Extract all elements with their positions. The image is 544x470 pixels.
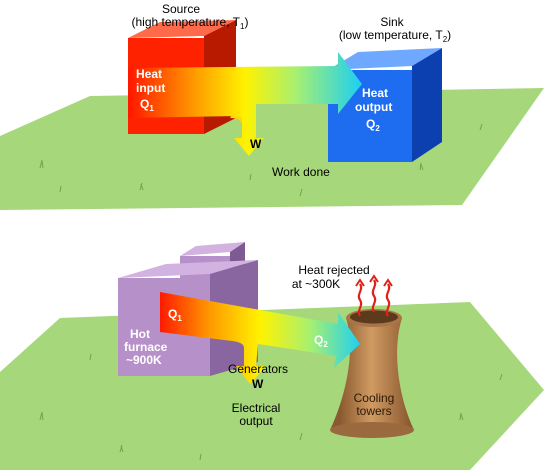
source-subtitle: (high temperature, T1)	[132, 15, 249, 31]
heat-rejected-label: Heat rejected at ~300K	[292, 263, 370, 291]
bottom-grass-tufts	[39, 323, 503, 461]
source-label: Source (high temperature, T1)	[132, 2, 249, 31]
generators-label: Generators	[228, 362, 288, 376]
top-work-symbol: W	[250, 137, 262, 151]
heat-output-q2: Q2	[366, 117, 380, 133]
electrical-line2: output	[239, 414, 273, 428]
furnace-line2: furnace	[124, 340, 168, 354]
heat-rejected-line2: at ~300K	[292, 277, 340, 291]
heat-input-line2: input	[136, 81, 165, 95]
heat-input-label: Heat input Q1	[136, 67, 165, 113]
furnace-line1: Hot	[130, 327, 150, 341]
bottom-q1-label: Q1	[168, 307, 182, 323]
cooling-tower	[330, 309, 414, 438]
source-title: Source	[162, 2, 200, 16]
sink-subtitle: (low temperature, T2)	[339, 28, 451, 44]
cooling-line2: towers	[356, 404, 391, 418]
heat-output-line2: output	[355, 100, 392, 114]
top-grass-ground	[0, 88, 544, 210]
sink-title: Sink	[380, 15, 404, 29]
heat-input-line1: Heat	[136, 67, 162, 81]
sink-label: Sink (low temperature, T2)	[339, 15, 451, 44]
cooling-line1: Cooling	[354, 391, 395, 405]
top-heat-flow-arrow	[128, 52, 362, 156]
bottom-work-symbol: W	[252, 377, 264, 391]
work-done-label: Work done	[272, 165, 330, 179]
heat-output-label: Heat output Q2	[355, 86, 392, 133]
cooling-towers-label: Cooling towers	[354, 391, 395, 418]
electrical-line1: Electrical	[232, 401, 281, 415]
electrical-output-label: Electrical output	[232, 401, 281, 428]
bottom-heat-flow-arrow	[160, 292, 360, 384]
heat-output-line1: Heat	[362, 86, 388, 100]
bottom-q2-label: Q2	[314, 333, 328, 349]
furnace-label: Hot furnace ~900K	[124, 327, 168, 367]
heat-rejected-line1: Heat rejected	[298, 263, 369, 277]
steam-lines	[355, 274, 393, 317]
furnace-line3: ~900K	[126, 353, 162, 367]
heat-input-q1: Q1	[140, 97, 154, 113]
top-grass-tufts	[39, 123, 483, 197]
